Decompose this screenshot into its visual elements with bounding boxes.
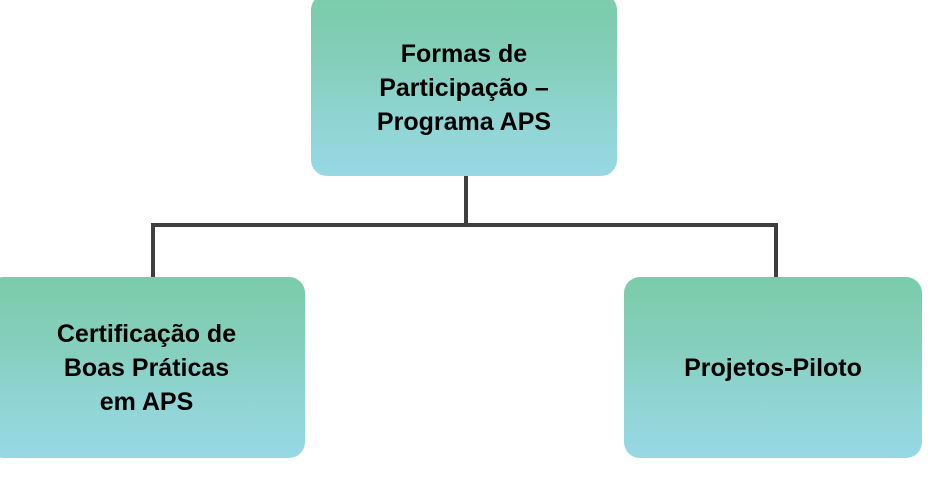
node-projetos-piloto[interactable]: Projetos-Piloto — [624, 277, 922, 458]
connector-horizontal-bar — [151, 223, 778, 227]
connector-drop-left — [151, 223, 155, 279]
node-root[interactable]: Formas de Participação – Programa APS — [311, 0, 617, 176]
node-right-label: Projetos-Piloto — [684, 353, 862, 382]
node-left-label: Certificação de Boas Práticas em APS — [56, 319, 237, 416]
node-root-label: Formas de Participação – Programa APS — [376, 40, 552, 136]
node-certificacao-boas-praticas[interactable]: Certificação de Boas Práticas em APS — [0, 277, 305, 458]
connector-drop-right — [774, 223, 778, 279]
connector-root-stem — [464, 176, 468, 226]
